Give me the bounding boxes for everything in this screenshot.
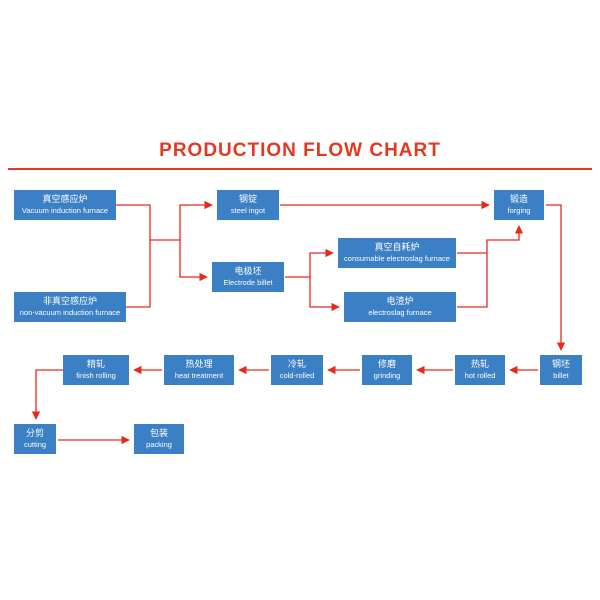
page-title: PRODUCTION FLOW CHART: [159, 140, 441, 161]
node-hot-rolled: 热轧 hot rolled: [455, 355, 505, 385]
node-electrode-billet: 电极坯 Electrode billet: [212, 262, 284, 292]
node-forging: 锻造 forging: [494, 190, 544, 220]
node-steel-ingot: 钢锭 steel ingot: [217, 190, 279, 220]
title-underline: [8, 168, 592, 170]
node-electroslag-furnace: 电渣炉 electroslag furnace: [344, 292, 456, 322]
node-vacuum-induction-furnace: 真空感应炉 Vacuum induction furnace: [14, 190, 116, 220]
node-grinding: 修磨 grinding: [362, 355, 412, 385]
node-heat-treatment: 热处理 heat treatment: [164, 355, 234, 385]
node-billet: 钢坯 billet: [540, 355, 582, 385]
node-packing: 包装 packing: [134, 424, 184, 454]
node-non-vacuum-induction-furnace: 非真空感应炉 non-vacuum induction furnace: [14, 292, 126, 322]
node-consumable-electroslag-furnace: 真空自耗炉 consumable electroslag furnace: [338, 238, 456, 268]
node-cold-rolled: 冷轧 cold-rolled: [271, 355, 323, 385]
chart-header: PRODUCTION FLOW CHART: [0, 140, 600, 170]
node-finish-rolling: 精轧 finish rolling: [63, 355, 129, 385]
node-cutting: 分剪 cutting: [14, 424, 56, 454]
